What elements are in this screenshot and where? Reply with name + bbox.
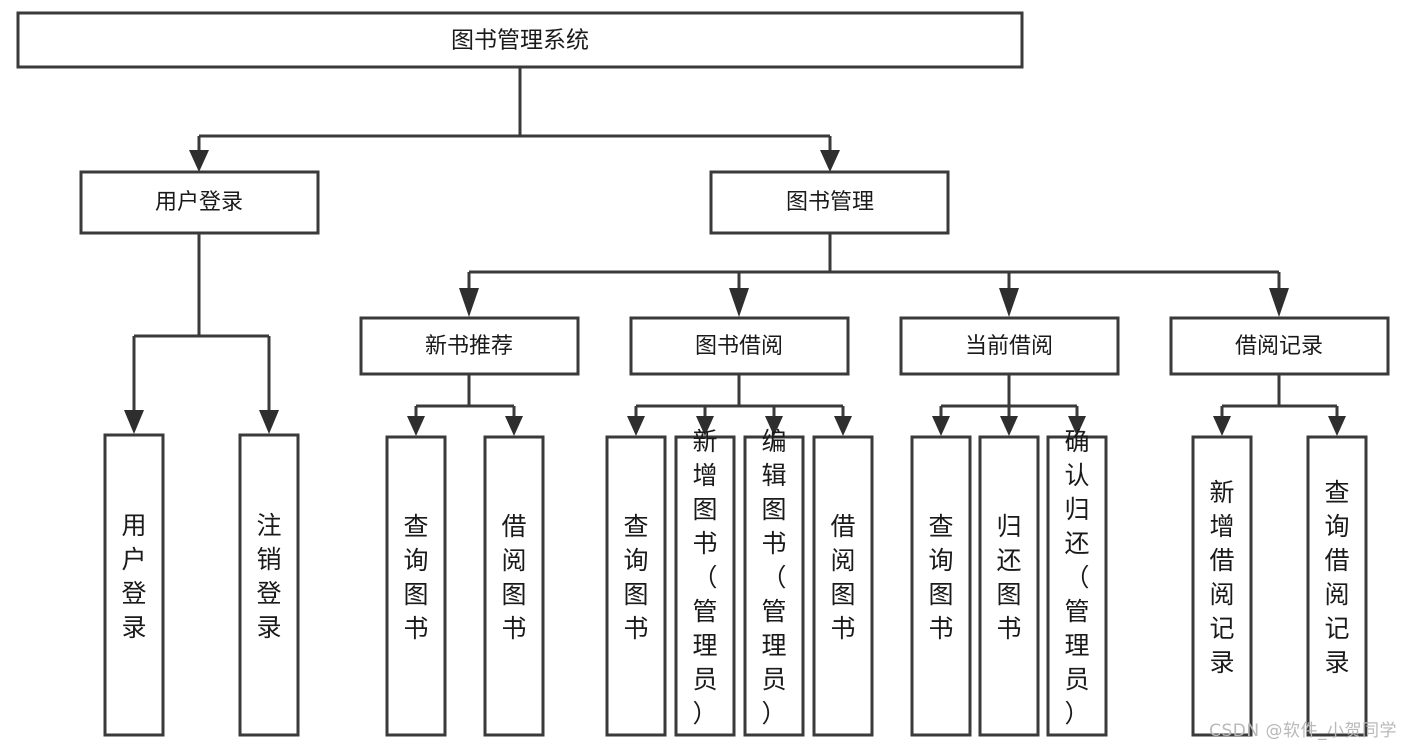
arrowhead-group <box>124 150 1346 436</box>
leaf-label: 归还图书 <box>996 512 1021 643</box>
arrowhead-icon <box>729 288 749 317</box>
node-book-borrow-label: 图书借阅 <box>695 334 783 359</box>
node-book-borrow-box[interactable] <box>629 316 850 376</box>
leaf-node[interactable]: 确认归还（管理员） <box>1046 427 1108 737</box>
arrowhead-icon <box>459 288 479 317</box>
node-borrow-records[interactable]: 借阅记录 <box>1169 316 1390 376</box>
leaf-label: 查询借阅记录 <box>1324 478 1349 677</box>
leaf-box[interactable] <box>1191 435 1253 737</box>
arrowhead-icon <box>189 150 209 172</box>
leaf-box[interactable] <box>385 435 447 737</box>
leaf-box[interactable] <box>103 433 165 737</box>
leaf-box[interactable] <box>910 435 972 737</box>
leaf-node[interactable]: 查询借阅记录 <box>1306 435 1368 737</box>
leaf-label: 确认归还（管理员） <box>1064 427 1089 728</box>
node-user-login-label: 用户登录 <box>155 190 243 215</box>
node-root-box[interactable] <box>16 11 1024 69</box>
node-current-borrow[interactable]: 当前借阅 <box>899 316 1120 376</box>
leaf-node[interactable]: 注销登录 <box>238 433 300 737</box>
arrowhead-icon <box>124 410 144 434</box>
leaf-label: 新增借阅记录 <box>1209 478 1234 677</box>
leaf-label: 编辑图书（管理员） <box>761 427 786 728</box>
leaf-box[interactable] <box>483 435 545 737</box>
leaf-box[interactable] <box>812 435 874 737</box>
arrowhead-icon <box>1068 416 1086 436</box>
leaf-node[interactable]: 借阅图书 <box>483 435 545 737</box>
leaf-label: 查询图书 <box>928 512 953 643</box>
node-book-manage-box[interactable] <box>709 170 950 235</box>
node-current-borrow-box[interactable] <box>899 316 1120 376</box>
leaf-node[interactable]: 归还图书 <box>978 435 1040 737</box>
leaf-group-book-borrow: 查询图书 新增图书（管理员） 编辑图书（管理员） 借阅图书 <box>605 427 874 737</box>
node-new-book-recommend-box[interactable] <box>359 316 580 376</box>
leaf-label: 查询图书 <box>623 512 648 643</box>
csdn-watermark: CSDN @软件_小贺同学 <box>1209 721 1397 741</box>
arrowhead-icon <box>820 150 840 172</box>
leaf-box[interactable] <box>605 435 667 737</box>
leaf-node[interactable]: 新增图书（管理员） <box>674 427 736 737</box>
node-book-manage-label: 图书管理 <box>786 190 874 215</box>
leaf-label: 用户登录 <box>121 511 146 642</box>
node-user-login-box[interactable] <box>79 170 320 235</box>
leaf-label: 新增图书（管理员） <box>692 427 717 728</box>
arrowhead-icon <box>505 416 523 436</box>
leaf-node[interactable]: 编辑图书（管理员） <box>743 427 805 737</box>
leaf-label: 借阅图书 <box>830 512 855 643</box>
node-user-login[interactable]: 用户登录 <box>79 170 320 235</box>
leaf-box[interactable] <box>1306 435 1368 737</box>
node-borrow-records-box[interactable] <box>1169 316 1390 376</box>
leaf-box[interactable] <box>674 435 736 737</box>
node-root-label: 图书管理系统 <box>451 28 589 54</box>
node-current-borrow-label: 当前借阅 <box>965 334 1053 359</box>
arrowhead-icon <box>834 416 852 436</box>
leaf-node[interactable]: 查询图书 <box>910 435 972 737</box>
arrowhead-icon <box>999 288 1019 317</box>
leaf-node[interactable]: 查询图书 <box>605 435 667 737</box>
arrowhead-icon <box>1328 416 1346 436</box>
leaf-box[interactable] <box>1046 435 1108 737</box>
node-new-book-recommend-label: 新书推荐 <box>425 334 513 359</box>
node-book-borrow[interactable]: 图书借阅 <box>629 316 850 376</box>
arrowhead-icon <box>1269 288 1289 317</box>
leaf-node[interactable]: 借阅图书 <box>812 435 874 737</box>
arrowhead-icon <box>1213 416 1231 436</box>
leaf-node[interactable]: 用户登录 <box>103 433 165 737</box>
node-borrow-records-label: 借阅记录 <box>1235 334 1323 359</box>
leaf-box[interactable] <box>743 435 805 737</box>
node-book-manage[interactable]: 图书管理 <box>709 170 950 235</box>
leaf-label: 注销登录 <box>256 511 281 642</box>
arrowhead-icon <box>765 416 783 436</box>
leaf-node[interactable]: 查询图书 <box>385 435 447 737</box>
node-new-book-recommend[interactable]: 新书推荐 <box>359 316 580 376</box>
leaf-label: 查询图书 <box>403 512 428 643</box>
arrowhead-icon <box>696 416 714 436</box>
leaf-node[interactable]: 新增借阅记录 <box>1191 435 1253 737</box>
leaf-group-current-borrow: 查询图书 归还图书 确认归还（管理员） <box>910 427 1108 737</box>
leaf-box[interactable] <box>978 435 1040 737</box>
leaf-box[interactable] <box>238 433 300 737</box>
arrowhead-icon <box>627 416 645 436</box>
leaf-group-user-login: 用户登录 注销登录 <box>103 433 300 737</box>
arrowhead-icon <box>932 416 950 436</box>
node-root[interactable]: 图书管理系统 <box>16 11 1024 69</box>
leaf-group-new-book-recommend: 查询图书 借阅图书 <box>385 435 545 737</box>
leaf-group-borrow-records: 新增借阅记录 查询借阅记录 <box>1191 435 1368 737</box>
arrowhead-icon <box>407 416 425 436</box>
leaf-label: 借阅图书 <box>501 512 526 643</box>
arrowhead-icon <box>1000 416 1018 436</box>
arrowhead-icon <box>259 410 279 434</box>
